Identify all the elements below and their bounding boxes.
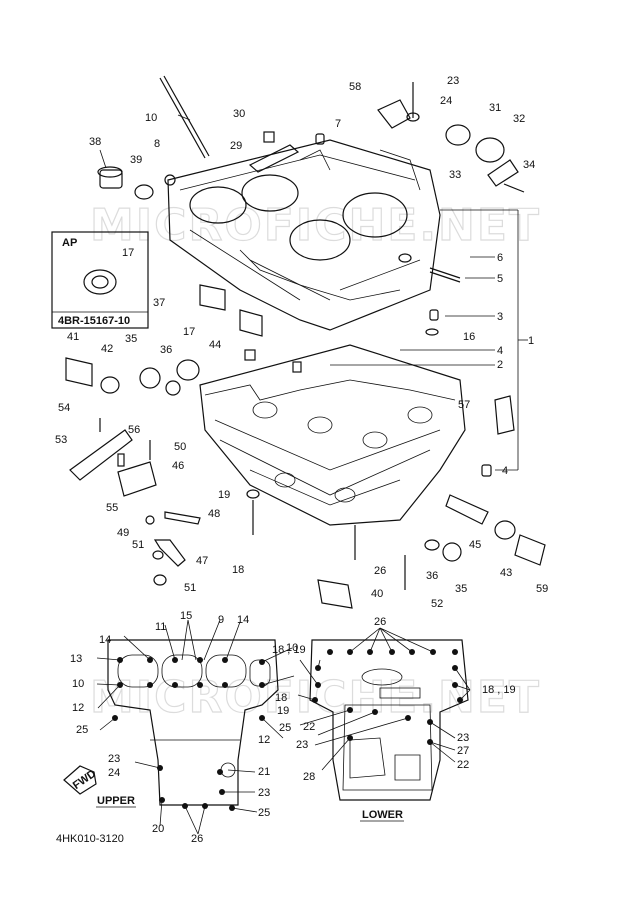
lower-label-18-19a: 18 , 19 [272, 644, 306, 656]
label-31: 31 [489, 102, 501, 114]
label-24: 24 [440, 95, 452, 107]
label-38: 38 [89, 136, 101, 148]
ap-part-label: 17 [122, 247, 134, 259]
upper-label-13: 13 [70, 653, 82, 665]
upper-label-26: 26 [191, 833, 203, 845]
upper-label-10a: 10 [286, 642, 298, 654]
part-code: 4HK010-3120 [56, 833, 124, 845]
label-53: 53 [55, 434, 67, 446]
ap-title: AP [62, 237, 77, 249]
label-4b: 4 [502, 465, 508, 477]
label-5: 5 [497, 273, 503, 285]
label-49: 49 [117, 527, 129, 539]
label-32: 32 [513, 113, 525, 125]
label-37: 37 [153, 297, 165, 309]
ap-inset-box: AP 17 4BR-15167-10 [51, 231, 149, 329]
upper-label: UPPER [97, 795, 135, 807]
small-parts [65, 75, 546, 609]
callout-labels: 1 2 3 4 4 5 6 7 8 10 16 17 18 19 23 24 2… [55, 75, 548, 610]
label-18: 18 [232, 564, 244, 576]
label-10: 10 [145, 112, 157, 124]
label-2: 2 [497, 359, 503, 371]
upper-label-25a: 25 [76, 724, 88, 736]
label-8: 8 [154, 138, 160, 150]
upper-label-23b: 23 [108, 753, 120, 765]
lower-label-27: 27 [457, 745, 469, 757]
label-43: 43 [500, 567, 512, 579]
upper-label-9: 9 [218, 614, 224, 626]
label-42: 42 [101, 343, 113, 355]
label-39: 39 [130, 154, 142, 166]
label-57: 57 [458, 399, 470, 411]
label-17: 17 [183, 326, 195, 338]
label-36a: 36 [160, 344, 172, 356]
lower-label-23a: 23 [296, 739, 308, 751]
fwd-arrow-icon [63, 765, 97, 795]
upper-label-15: 15 [180, 610, 192, 622]
upper-label-14b: 14 [237, 614, 249, 626]
upper-label-24: 24 [108, 767, 120, 779]
label-52: 52 [431, 598, 443, 610]
upper-label-23: 23 [258, 787, 270, 799]
label-46: 46 [172, 460, 184, 472]
lower-label-18-19b: 18 , 19 [482, 684, 516, 696]
upper-label-21: 21 [258, 766, 270, 778]
lower-label-22a: 22 [303, 721, 315, 733]
ap-part-number: 4BR-15167-10 [58, 315, 130, 327]
upper-label-14a: 14 [99, 634, 111, 646]
label-16: 16 [463, 331, 475, 343]
label-55: 55 [106, 502, 118, 514]
lower-crankcase [199, 344, 466, 526]
label-29: 29 [230, 140, 242, 152]
label-30: 30 [233, 108, 245, 120]
label-23: 23 [447, 75, 459, 87]
label-59: 59 [536, 583, 548, 595]
watermark: MICROFICHE.NET [90, 200, 541, 251]
label-6: 6 [497, 252, 503, 264]
label-41: 41 [67, 331, 79, 343]
upper-label-25b: 25 [258, 807, 270, 819]
lower-label-23b: 23 [457, 732, 469, 744]
lower-label: LOWER [362, 809, 403, 821]
label-56: 56 [128, 424, 140, 436]
lower-label-18: 18 [275, 692, 287, 704]
lower-label-25: 25 [279, 722, 291, 734]
upper-label-11: 11 [155, 621, 166, 633]
label-3: 3 [497, 311, 503, 323]
upper-label-12b: 12 [258, 734, 270, 746]
label-36b: 36 [426, 570, 438, 582]
label-44: 44 [209, 339, 221, 351]
label-35a: 35 [125, 333, 137, 345]
label-54: 54 [58, 402, 70, 414]
label-1: 1 [528, 335, 534, 347]
upper-label-10b: 10 [72, 678, 84, 690]
callout-brackets [99, 114, 528, 471]
label-26: 26 [374, 565, 386, 577]
label-33: 33 [449, 169, 461, 181]
lower-label-26: 26 [374, 616, 386, 628]
upper-label-20: 20 [152, 823, 164, 835]
label-47: 47 [196, 555, 208, 567]
label-4a: 4 [497, 345, 503, 357]
label-34: 34 [523, 159, 535, 171]
lower-label-28: 28 [303, 771, 315, 783]
lower-case-view: LOWER 18 , 19 18 , 19 18 19 22 22 23 23 … [272, 616, 516, 822]
label-58: 58 [349, 81, 361, 93]
lower-label-22b: 22 [457, 759, 469, 771]
label-51a: 51 [132, 539, 144, 551]
label-51b: 51 [184, 582, 196, 594]
upper-crankcase [167, 139, 441, 331]
upper-label-12a: 12 [72, 702, 84, 714]
label-19: 19 [218, 489, 230, 501]
label-45: 45 [469, 539, 481, 551]
label-35b: 35 [455, 583, 467, 595]
label-48: 48 [208, 508, 220, 520]
upper-case-view: FWD UPPER 9 10 10 11 12 12 13 14 14 15 2… [63, 610, 298, 845]
label-7: 7 [335, 118, 341, 130]
lower-label-19: 19 [277, 705, 289, 717]
label-50: 50 [174, 441, 186, 453]
label-40: 40 [371, 588, 383, 600]
